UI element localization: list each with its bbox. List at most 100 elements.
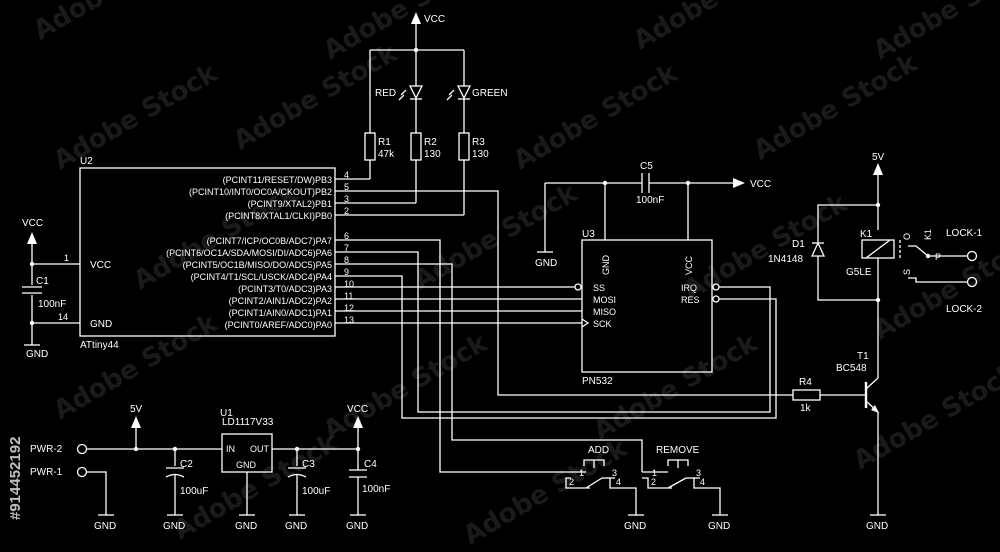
c2-ref: C2 <box>180 459 193 470</box>
c4-ref: C4 <box>364 459 377 470</box>
r3-ref: R3 <box>472 137 485 148</box>
svg-text:(PCINT7/ICP/OC0B/ADC7)PA7: (PCINT7/ICP/OC0B/ADC7)PA7 <box>207 236 332 246</box>
svg-text:5: 5 <box>344 182 349 192</box>
svg-text:3: 3 <box>696 468 701 478</box>
svg-text:(PCINT3/T0/ADC3)PA3: (PCINT3/T0/ADC3)PA3 <box>238 284 332 294</box>
svg-text:RES: RES <box>681 295 700 305</box>
svg-text:(PCINT2/AIN1/ADC2)PA2: (PCINT2/AIN1/ADC2)PA2 <box>229 296 332 306</box>
svg-text:Adobe Stock: Adobe Stock <box>509 58 684 176</box>
svg-text:GND: GND <box>235 521 257 532</box>
svg-text:MISO: MISO <box>593 307 616 317</box>
c1-value: 100nF <box>38 299 66 310</box>
svg-text:3: 3 <box>612 468 617 478</box>
c2-value: 100uF <box>180 486 208 497</box>
r1-ref: R1 <box>378 137 391 148</box>
svg-text:7: 7 <box>344 243 349 253</box>
svg-text:VCC: VCC <box>22 218 43 229</box>
svg-text:K1: K1 <box>923 229 933 240</box>
svg-text:(PCINT9/XTAL2)PB1: (PCINT9/XTAL2)PB1 <box>248 199 332 209</box>
svg-text:VCC: VCC <box>424 14 445 25</box>
svg-text:2: 2 <box>344 206 349 216</box>
svg-text:GND: GND <box>535 258 557 269</box>
svg-text:4: 4 <box>616 477 621 487</box>
r1-value: 47k <box>378 149 395 160</box>
d1-ref: D1 <box>792 239 805 250</box>
svg-text:(PCINT8/XTAL1/CLKI)PB0: (PCINT8/XTAL1/CLKI)PB0 <box>225 211 332 221</box>
svg-text:Adobe Stock: Adobe Stock <box>319 0 494 66</box>
svg-text:GND: GND <box>346 521 368 532</box>
led-resistor-block: VCC R1 47k RED R2 130 GREEN R3 130 <box>335 12 508 216</box>
u2-gnd-label: GND <box>90 319 112 330</box>
svg-text:13: 13 <box>344 315 354 325</box>
r3-value: 130 <box>472 149 489 160</box>
svg-text:Adobe Stock: Adobe Stock <box>589 328 764 446</box>
svg-text:GND: GND <box>163 521 185 532</box>
svg-text:5V: 5V <box>872 152 885 163</box>
button-remove: REMOVE 1 2 3 4 GND <box>642 445 730 532</box>
svg-text:GND: GND <box>26 349 48 360</box>
svg-text:SS: SS <box>593 283 605 293</box>
svg-text:5V: 5V <box>130 404 143 415</box>
svg-text:U3: U3 <box>582 229 595 240</box>
c3-ref: C3 <box>302 459 315 470</box>
svg-text:S: S <box>902 269 912 275</box>
r2-ref: R2 <box>424 137 437 148</box>
svg-text:10: 10 <box>344 279 354 289</box>
svg-text:4: 4 <box>700 477 705 487</box>
svg-text:(PCINT11/RESET/DW)PB3: (PCINT11/RESET/DW)PB3 <box>223 175 332 185</box>
svg-text:VCC: VCC <box>750 179 771 190</box>
led-green-label: GREEN <box>472 88 508 99</box>
svg-text:1: 1 <box>64 253 69 263</box>
svg-text:12: 12 <box>344 303 354 313</box>
svg-text:GND: GND <box>601 255 611 276</box>
svg-text:MOSI: MOSI <box>593 295 616 305</box>
button-add: ADD 1 2 3 4 GND <box>565 445 646 532</box>
lock-2-label: LOCK-2 <box>946 304 983 315</box>
svg-text:2: 2 <box>569 477 574 487</box>
u2-vcc-label: VCC <box>90 260 111 271</box>
svg-text:P: P <box>935 252 941 262</box>
svg-text:Adobe Stock: Adobe Stock <box>869 228 1000 346</box>
u2-pin-numbers: 4 5 3 2 6 7 8 9 10 11 12 13 <box>344 170 354 325</box>
svg-text:GND: GND <box>94 521 116 532</box>
svg-text:Adobe Stock: Adobe Stock <box>869 0 1000 66</box>
pwr-2-label: PWR-2 <box>30 444 63 455</box>
svg-text:9: 9 <box>344 267 349 277</box>
power-supply: PWR-2 PWR-1 GND 5V GND C2 100uF U1 IN OU… <box>30 404 390 532</box>
svg-text:Adobe Stock: Adobe Stock <box>409 178 584 296</box>
svg-text:SCK: SCK <box>593 319 612 329</box>
svg-text:4: 4 <box>344 170 349 180</box>
svg-text:(PCINT10/INT0/OC0A/CKOUT)PB2: (PCINT10/INT0/OC0A/CKOUT)PB2 <box>189 187 332 197</box>
button-add-label: ADD <box>588 445 609 456</box>
lock-1-label: LOCK-1 <box>946 228 983 239</box>
button-remove-label: REMOVE <box>656 445 700 456</box>
svg-text:GND: GND <box>866 521 888 532</box>
svg-text:IRQ: IRQ <box>681 283 697 293</box>
svg-text:GND: GND <box>708 521 730 532</box>
t1-ref: T1 <box>857 351 869 362</box>
u1-part-label: LD1117V33 <box>222 417 274 428</box>
svg-text:(PCINT6/OC1A/SDA/MOSI/DI/ADC6): (PCINT6/OC1A/SDA/MOSI/DI/ADC6)PA6 <box>166 248 332 258</box>
svg-text:(PCINT4/T1/SCL/USCK/ADC4)PA4: (PCINT4/T1/SCL/USCK/ADC4)PA4 <box>191 272 332 282</box>
k1-part: G5LE <box>846 267 872 278</box>
c5-value: 100nF <box>636 195 664 206</box>
u2-pin-labels: (PCINT11/RESET/DW)PB3 (PCINT10/INT0/OC0A… <box>166 175 332 330</box>
signal-wires <box>335 190 793 473</box>
svg-text:IN: IN <box>226 444 235 454</box>
svg-text:1: 1 <box>652 468 657 478</box>
svg-text:VCC: VCC <box>347 404 368 415</box>
svg-text:GND: GND <box>236 460 257 470</box>
svg-text:GND: GND <box>285 521 307 532</box>
svg-text:PN532: PN532 <box>582 376 613 387</box>
svg-text:GND: GND <box>624 521 646 532</box>
svg-text:14: 14 <box>58 312 68 322</box>
relay-driver: R4 1k T1 BC548 GND 5V D1 1N4148 K1 G5LE … <box>768 152 983 532</box>
c1-ref: C1 <box>36 276 49 287</box>
u2-attiny44: U2 ATtiny44 VCC GND 1 14 (PCINT11/RESET/… <box>32 156 354 351</box>
c1-decoupling: VCC C1 100nF GND <box>22 218 66 360</box>
svg-text:6: 6 <box>344 231 349 241</box>
svg-text:1: 1 <box>579 468 584 478</box>
svg-text:Adobe Stock: Adobe Stock <box>49 58 224 176</box>
svg-text:Adobe Stock: Adobe Stock <box>749 48 924 166</box>
led-red-label: RED <box>375 88 396 99</box>
